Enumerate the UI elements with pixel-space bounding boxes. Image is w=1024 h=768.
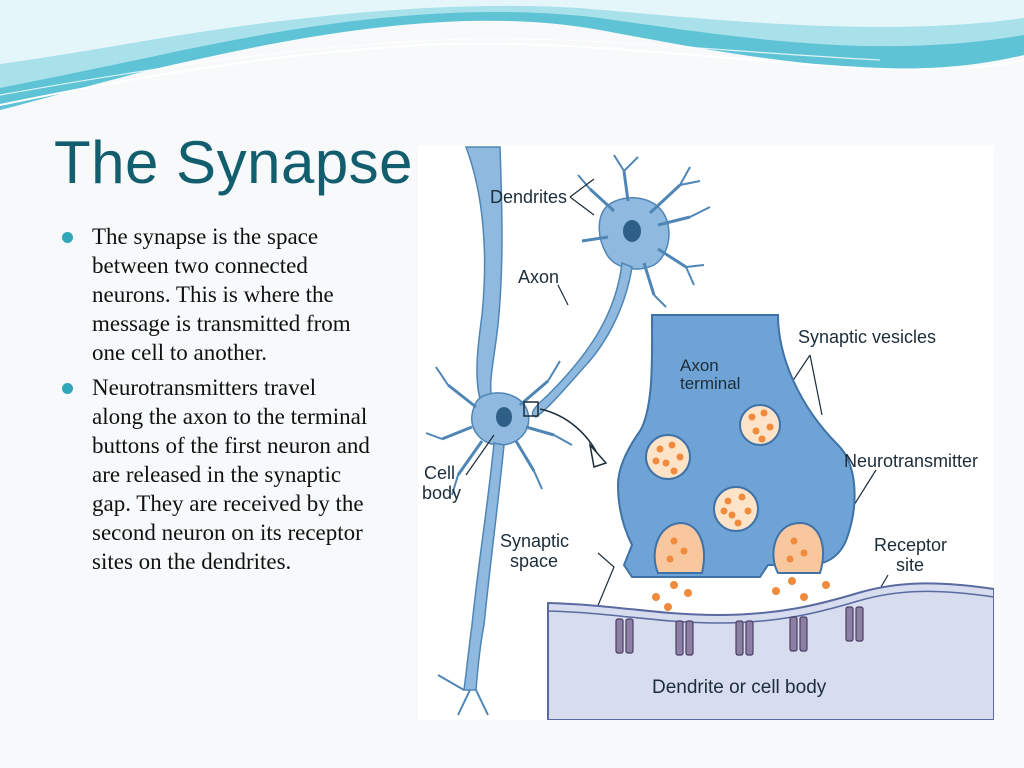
label-cell-body-line1: Cell — [424, 463, 455, 483]
slide-title: The Synapse — [54, 129, 414, 196]
label-receptor-site-line1: Receptor — [874, 535, 947, 555]
label-receptor-site-line2: site — [896, 555, 924, 575]
zoom-box — [523, 401, 539, 417]
label-dendrite-or-cell-body: Dendrite or cell body — [652, 677, 827, 698]
bullet-dot-icon — [62, 232, 73, 243]
synaptic-vesicles — [645, 404, 781, 532]
label-neurotransmitter: Neurotransmitter — [844, 451, 978, 471]
bullet-item: Neurotransmitters travel along the axon … — [62, 373, 372, 576]
lower-nucleus — [496, 407, 512, 427]
bullet-list: The synapse is the space between two con… — [62, 222, 372, 582]
label-axon-terminal-line2: terminal — [680, 374, 740, 393]
postsynaptic-membrane — [547, 582, 994, 720]
label-dendrites: Dendrites — [490, 187, 567, 207]
label-cell-body-line2: body — [422, 483, 461, 503]
release-sites — [653, 521, 825, 574]
bullet-text: The synapse is the space between two con… — [92, 224, 351, 365]
bullet-dot-icon — [62, 383, 73, 394]
bullet-text: Neurotransmitters travel along the axon … — [92, 375, 370, 574]
synapse-diagram: Dendrites Axon Cell body Axon terminal S… — [418, 145, 994, 720]
label-axon-terminal-line1: Axon — [680, 356, 719, 375]
bullet-item: The synapse is the space between two con… — [62, 222, 372, 367]
label-synaptic-space-line2: space — [510, 551, 558, 571]
label-synaptic-vesicles: Synaptic vesicles — [798, 327, 936, 347]
lower-neuron-illustration — [425, 146, 573, 716]
label-synaptic-space-line1: Synaptic — [500, 531, 569, 551]
label-axon: Axon — [518, 267, 559, 287]
upper-nucleus — [623, 220, 641, 242]
header-wave-decoration — [0, 0, 1024, 110]
receptor-sites — [615, 606, 864, 656]
